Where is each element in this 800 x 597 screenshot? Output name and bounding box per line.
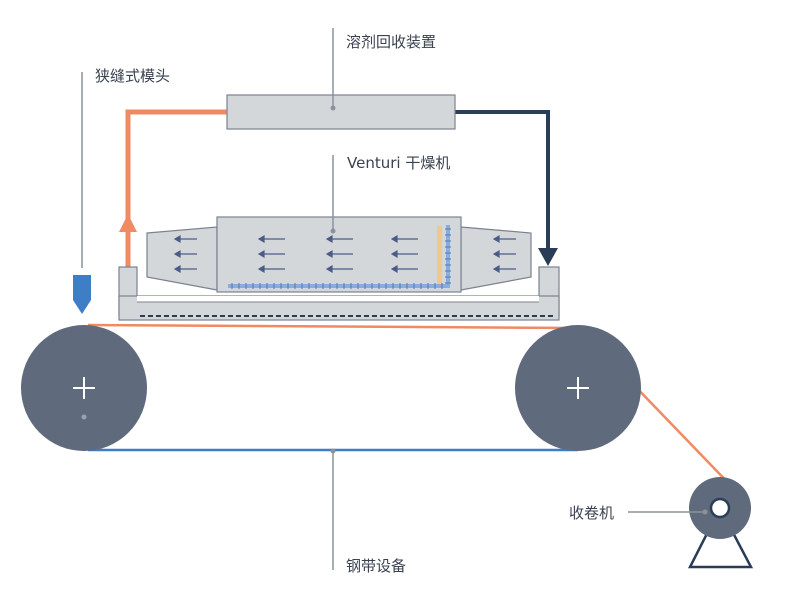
- flow-arrowhead-icon: [390, 234, 398, 244]
- flow-arrowhead-icon: [390, 249, 398, 259]
- flow-arrowhead-icon: [492, 234, 500, 244]
- solvent-return-line: [454, 110, 550, 250]
- flow-arrowhead-icon: [173, 249, 181, 259]
- solvent-recovery-label: 溶剂回收装置: [346, 33, 437, 51]
- tray-inner: [137, 296, 539, 302]
- down-arrow-icon: [538, 248, 558, 266]
- flow-arrowhead-icon: [325, 234, 333, 244]
- recovery-leader-dot: [330, 105, 336, 111]
- flow-arrowhead-icon: [390, 264, 398, 274]
- flow-arrowhead-icon: [492, 264, 500, 274]
- belt-leader-dot: [330, 448, 336, 454]
- venturi-dryer-label: Venturi 干燥机: [347, 154, 451, 172]
- heater-bar: [437, 226, 442, 284]
- dryer-leader-dot: [330, 228, 336, 234]
- plus-icon: [73, 377, 95, 399]
- solvent-recovery-unit: [226, 94, 456, 130]
- flow-arrowhead-icon: [173, 264, 181, 274]
- winder-label: 收卷机: [569, 504, 615, 522]
- flow-arrowhead-icon: [325, 264, 333, 274]
- flow-arrowhead-icon: [325, 249, 333, 259]
- up-arrow-icon: [119, 214, 137, 232]
- dryer-inlet-cone: [146, 226, 218, 291]
- left-drum-dot: [81, 414, 87, 420]
- winder-leader-dot: [702, 509, 708, 515]
- flow-arrowhead-icon: [492, 249, 500, 259]
- flow-arrowhead-icon: [257, 249, 265, 259]
- flow-arrowhead-icon: [173, 234, 181, 244]
- plus-icon: [567, 377, 589, 399]
- nozzle-ticks: [231, 228, 451, 289]
- belt-top-orange: [87, 323, 579, 330]
- dryer-outlet-cone: [460, 226, 532, 291]
- slot-die-label: 狭缝式模头: [95, 67, 171, 85]
- flow-arrowhead-icon: [257, 264, 265, 274]
- winder-hub: [709, 497, 731, 519]
- solvent-outflow-line: [125, 109, 228, 221]
- steel-belt-label: 钢带设备: [346, 557, 407, 575]
- flow-arrowhead-icon: [257, 234, 265, 244]
- flow-arrows-group: [173, 234, 516, 274]
- winder-stand: [687, 505, 754, 569]
- slot-die: [73, 275, 91, 314]
